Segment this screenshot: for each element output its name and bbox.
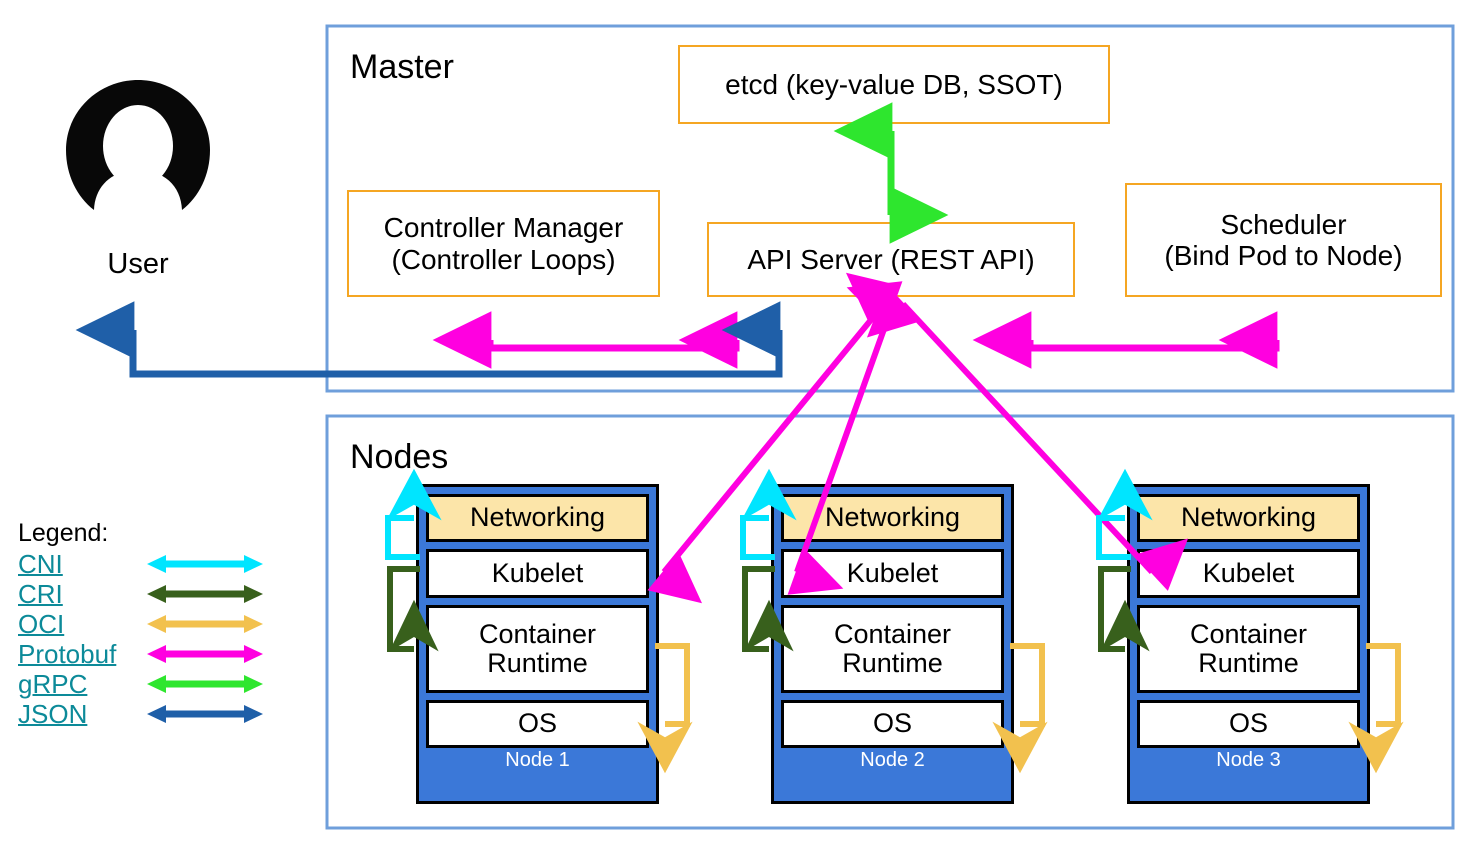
user-avatar-icon [66,80,210,210]
nodes-section-title: Nodes [350,438,449,476]
master-box-etcd[interactable]: etcd (key-value DB, SSOT) [678,45,1110,124]
legend-swatch-cni [147,555,263,573]
node-2-layer-networking[interactable]: Networking [781,494,1004,542]
legend-row-json[interactable]: JSON [18,699,263,729]
master-box-controller-manager[interactable]: Controller Manager (Controller Loops) [347,190,660,297]
legend-swatch-grpc [147,675,263,693]
legend-swatch-protobuf [147,645,263,663]
master-section-title: Master [350,48,454,86]
node-1-name: Node 1 [505,749,570,771]
legend-row-protobuf[interactable]: Protobuf [18,639,263,669]
legend-label-cri[interactable]: CRI [18,579,63,609]
legend: Legend: CNI CRI OCI Protobuf [18,519,263,729]
legend-label-protobuf[interactable]: Protobuf [18,639,117,669]
legend-label-grpc[interactable]: gRPC [18,669,88,699]
node-1-layer-container-runtime[interactable]: Container Runtime [426,605,649,693]
node-3-layer-kubelet[interactable]: Kubelet [1137,549,1360,598]
node-3-layer-os[interactable]: OS [1137,700,1360,748]
node-2-layer-container-runtime[interactable]: Container Runtime [781,605,1004,693]
legend-row-oci[interactable]: OCI [18,609,263,639]
legend-swatch-json [147,705,263,723]
node-2-name: Node 2 [860,749,925,771]
legend-title: Legend: [18,519,109,547]
node-2-layer-kubelet[interactable]: Kubelet [781,549,1004,598]
legend-label-json[interactable]: JSON [18,699,88,729]
user-label: User [107,248,169,280]
legend-row-grpc[interactable]: gRPC [18,669,263,699]
node-1-layer-kubelet[interactable]: Kubelet [426,549,649,598]
node-1-layer-os[interactable]: OS [426,700,649,748]
legend-row-cri[interactable]: CRI [18,579,263,609]
legend-swatch-oci [147,615,263,633]
legend-label-oci[interactable]: OCI [18,609,65,639]
legend-swatch-cri [147,585,263,603]
legend-label-cni[interactable]: CNI [18,549,63,579]
master-box-scheduler[interactable]: Scheduler (Bind Pod to Node) [1125,183,1442,297]
node-2-layer-os[interactable]: OS [781,700,1004,748]
node-3-name: Node 3 [1216,749,1281,771]
node-3-layer-container-runtime[interactable]: Container Runtime [1137,605,1360,693]
node-3-layer-networking[interactable]: Networking [1137,494,1360,542]
node-1-layer-networking[interactable]: Networking [426,494,649,542]
legend-row-cni[interactable]: CNI [18,549,263,579]
master-box-api-server[interactable]: API Server (REST API) [707,222,1075,297]
